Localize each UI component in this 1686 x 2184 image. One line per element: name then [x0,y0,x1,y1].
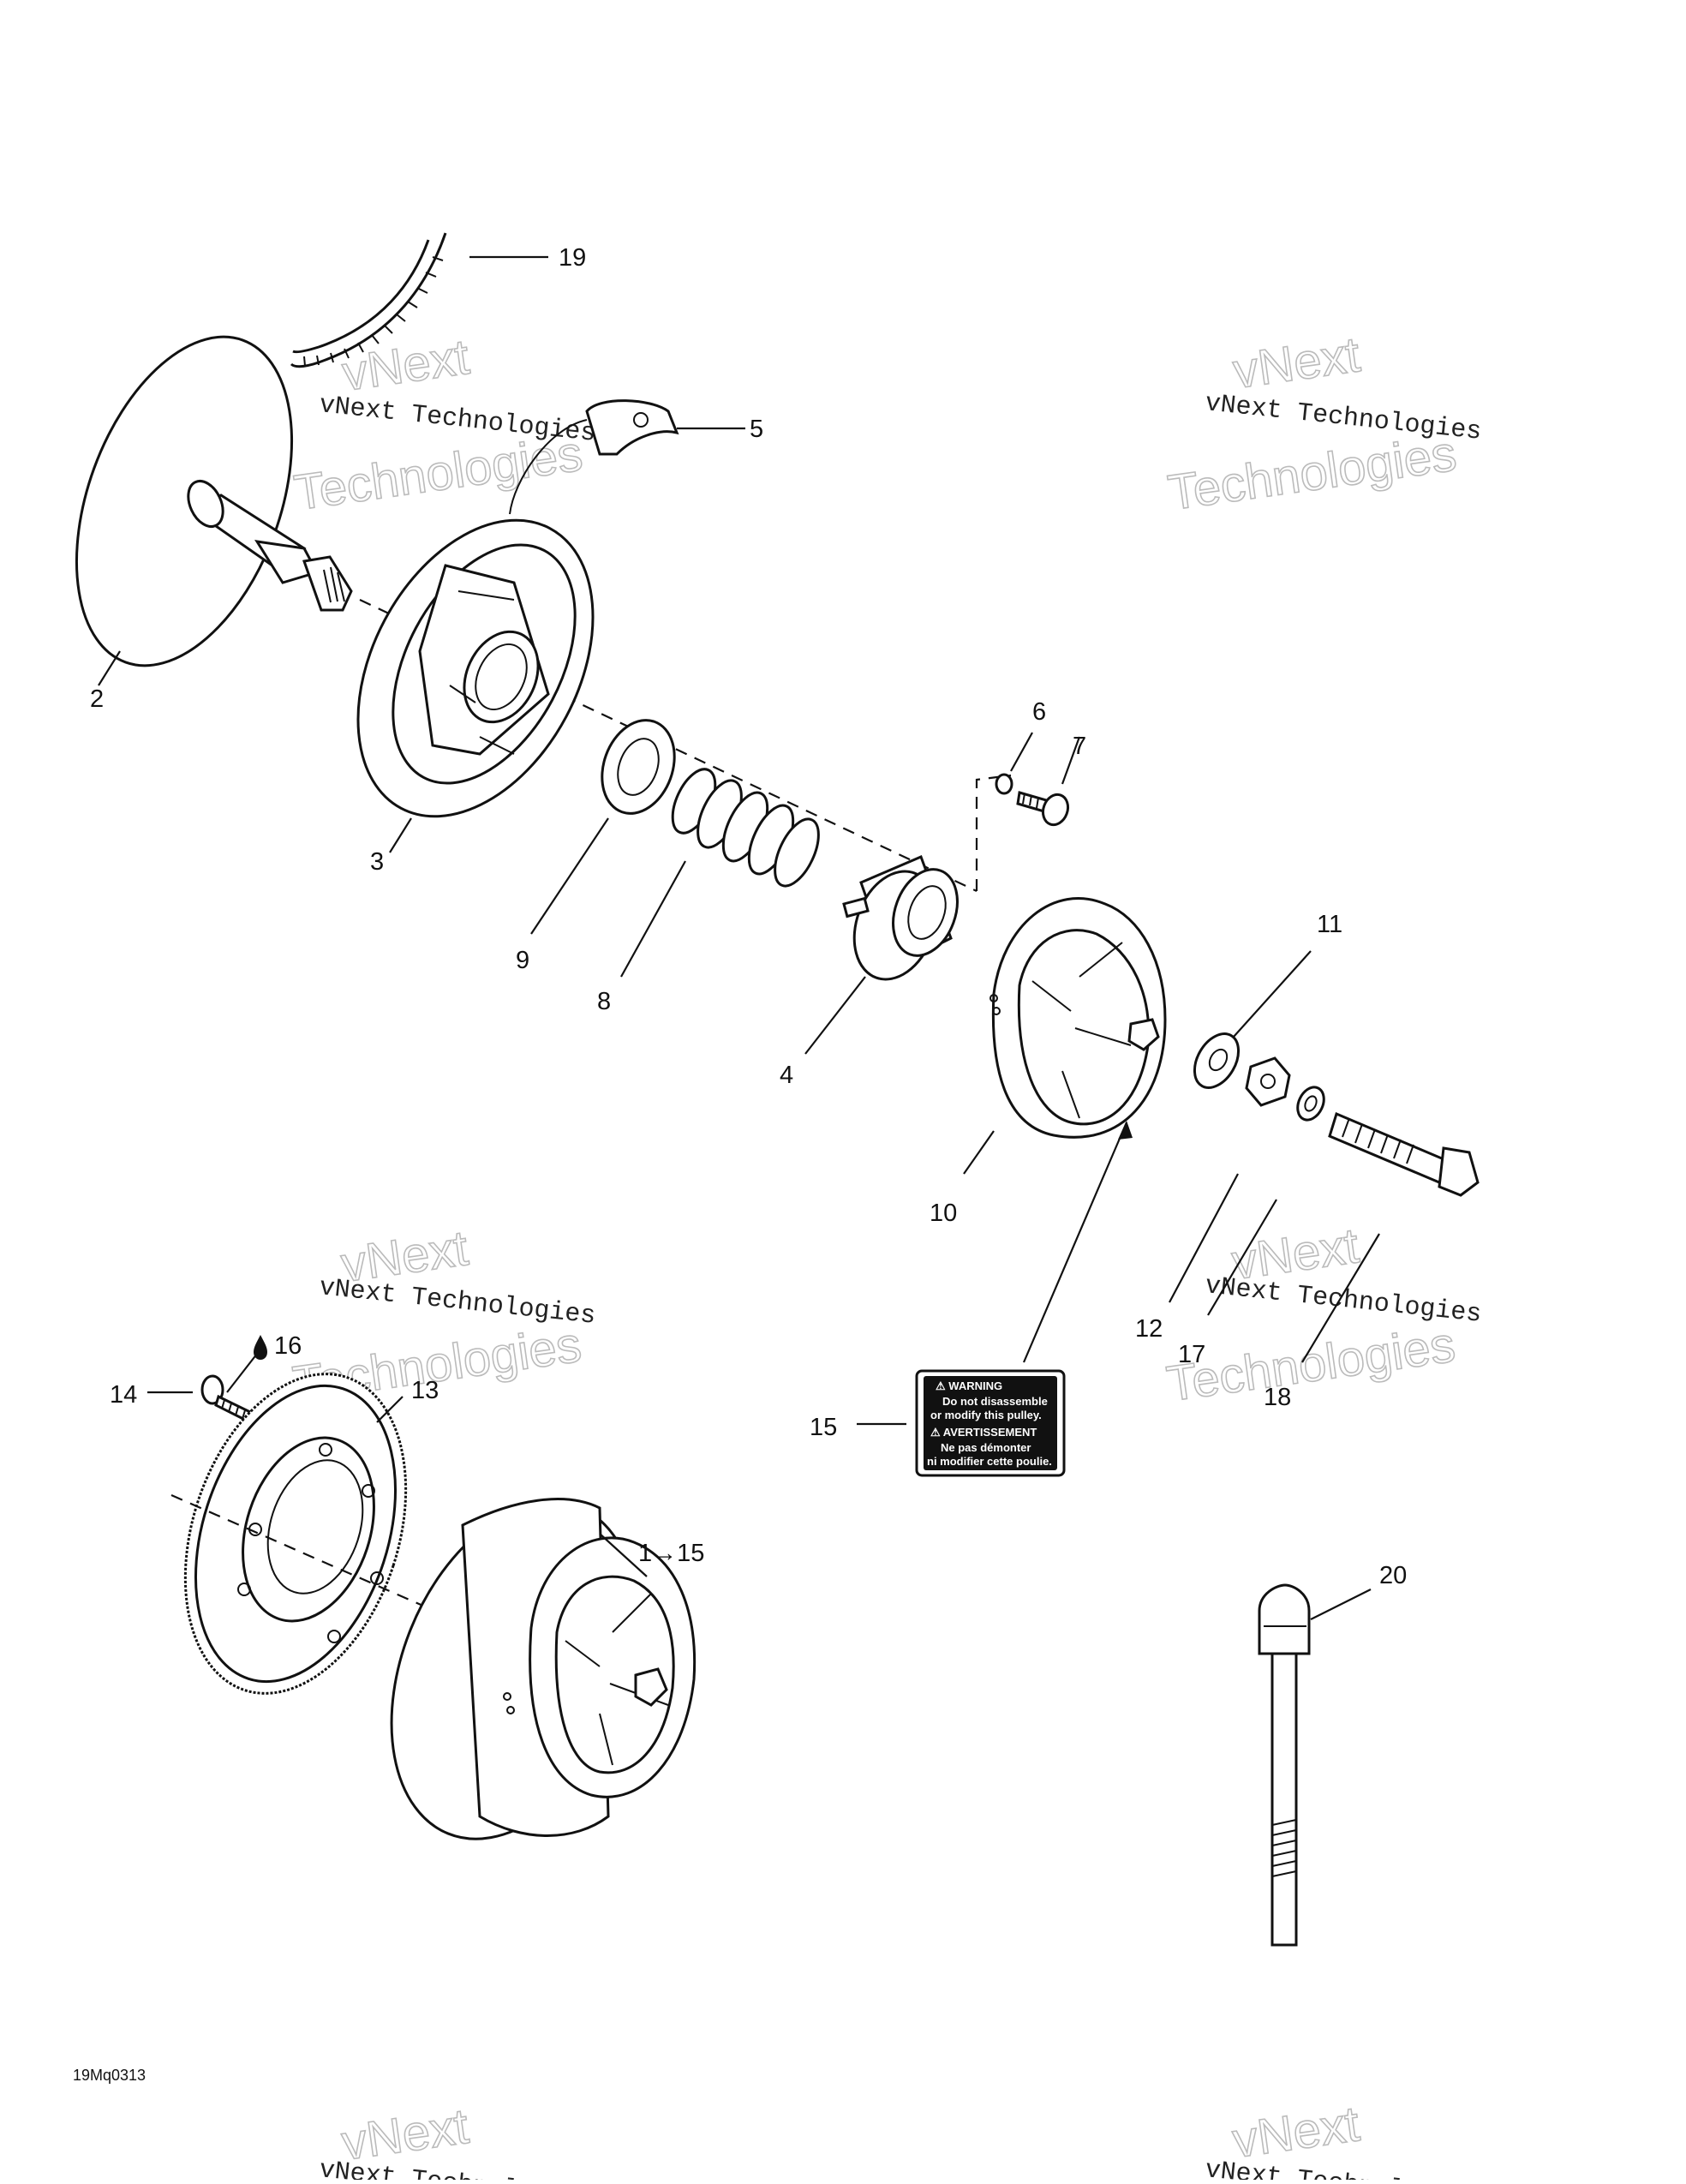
part-3-movable-sheave [356,518,595,853]
part-12-nut [1169,1056,1291,1303]
part-14-screw [147,1353,258,1423]
part-17-lock-washer [1207,1086,1325,1316]
decal-text: ⚠ AVERTISSEMENT [930,1426,1037,1439]
watermark-text: vNext Technologies [1204,1272,1483,1330]
callout-20: 20 [1379,1562,1407,1589]
callout-10: 10 [930,1200,957,1227]
watermark-text: vNext [1229,2096,1363,2169]
decal-text: or modify this pulley. [930,1409,1042,1421]
watermark-text: vNext Technologies [318,2156,597,2180]
callout-5: 5 [750,416,763,443]
part-15-warning-decal: ⚠ WARNING Do not disassemble or modify t… [857,1369,1066,1477]
gear-axis [170,1493,455,1621]
callout-6: 6 [1032,698,1046,726]
part-18-bolt [1301,1111,1480,1363]
part-5-slider-shoe [509,399,745,515]
watermark-bottom-right: vNext [1229,2095,1363,2169]
watermark-text: vNext Technologies [1204,389,1483,447]
decal-text: Do not disassemble [942,1395,1048,1408]
part-19-drive-belt [290,232,548,368]
callout-16: 16 [274,1332,302,1360]
part-9-washer [530,719,676,935]
assembled-pulley [390,1498,697,1840]
callout-4: 4 [780,1062,793,1089]
callout-12: 12 [1135,1315,1163,1343]
figure-reference-code: 19Mq0313 [73,2067,146,2084]
callout-9: 9 [516,947,529,974]
watermark-text: vNext Technologies [318,391,597,449]
callout-15: 15 [810,1414,837,1441]
part-7-screw [1016,736,1081,827]
part-11-washer [1193,950,1312,1089]
callout-2: 2 [90,685,104,713]
decal-text: Ne pas démonter [941,1441,1031,1454]
callout-3: 3 [370,848,384,876]
watermark-text: vNext Technologies [1204,2156,1483,2180]
part-2-fixed-sheave [75,335,353,686]
part-20-tool-bolt [1258,1583,1372,1947]
callout-11: 11 [1317,911,1342,938]
watermark-text: vNext Technologies [318,1273,597,1331]
watermark-text: Technologies [1163,1317,1458,1412]
part-13-ring-gear [183,1373,408,1695]
callout-14: 14 [110,1381,137,1409]
callout-7: 7 [1073,733,1086,760]
part-8-spring [620,768,820,978]
callout-19: 19 [559,244,586,272]
part-6-lock-washer [995,732,1033,795]
callout-18: 18 [1264,1384,1291,1411]
decal-text: ni modifier cette poulie. [927,1455,1052,1468]
decal-leader [1022,1121,1133,1363]
callout-8: 8 [597,988,611,1015]
callout-1-15: 1→15 [638,1540,704,1567]
drop-icon [254,1335,267,1360]
decal-text: ⚠ WARNING [936,1379,1002,1392]
part-4-governor-cup [804,854,959,1055]
callout-17: 17 [1178,1341,1205,1368]
callout-13: 13 [411,1377,439,1404]
watermark-text: vNext [1229,326,1363,399]
part-10-cover [963,897,1167,1175]
